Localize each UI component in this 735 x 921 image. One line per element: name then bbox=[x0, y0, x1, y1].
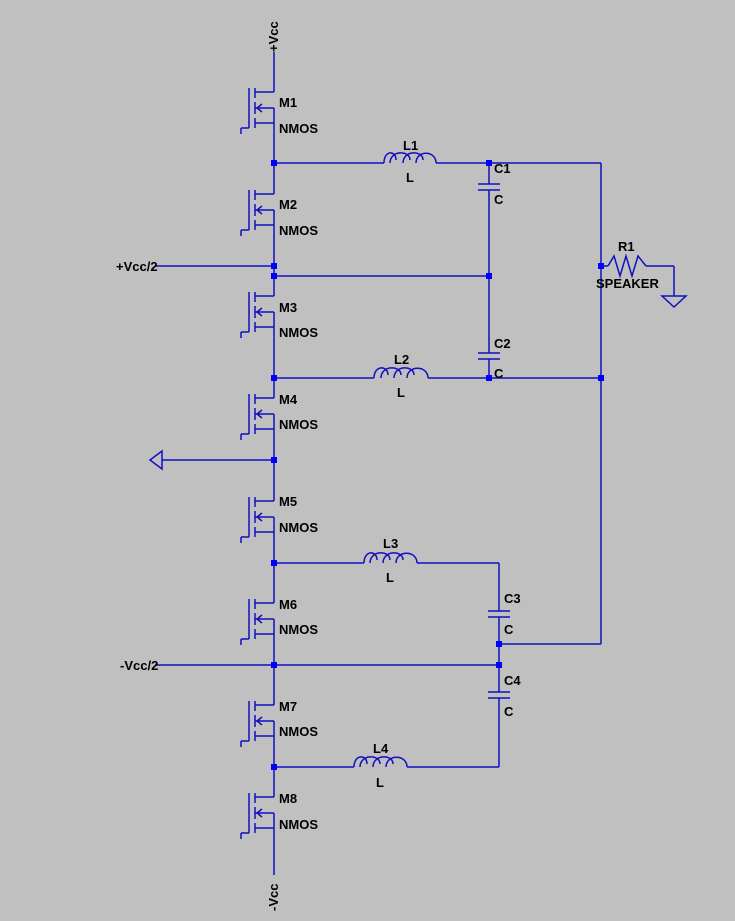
m4-model: NMOS bbox=[279, 417, 318, 432]
c4-name: C4 bbox=[504, 673, 521, 688]
l2-name: L2 bbox=[394, 352, 409, 367]
net-half-neg: -Vcc/2 bbox=[120, 658, 158, 673]
m3-model: NMOS bbox=[279, 325, 318, 340]
l3-name: L3 bbox=[383, 536, 398, 551]
inductor-l2 bbox=[373, 367, 429, 379]
mosfet-m1 bbox=[240, 82, 275, 134]
m1-name: M1 bbox=[279, 95, 297, 110]
m8-model: NMOS bbox=[279, 817, 318, 832]
c1-value: C bbox=[494, 192, 504, 207]
c2-name: C2 bbox=[494, 336, 511, 351]
m2-name: M2 bbox=[279, 197, 297, 212]
c4-value: C bbox=[504, 704, 514, 719]
inductor-l3 bbox=[363, 552, 418, 564]
mosfet-m8 bbox=[240, 787, 275, 839]
labels: M1 NMOS M2 NMOS M3 NMOS M4 NMOS M5 NMOS … bbox=[116, 21, 659, 911]
net-vcc-neg: -Vcc bbox=[266, 884, 281, 911]
resistor-r1 bbox=[607, 253, 647, 279]
mosfet-m2 bbox=[240, 184, 275, 236]
junction-nodes bbox=[271, 160, 604, 770]
l1-value: L bbox=[406, 170, 414, 185]
inductor-l1 bbox=[383, 152, 437, 164]
output-arrow-icon bbox=[148, 449, 163, 471]
net-vcc-pos: +Vcc bbox=[266, 21, 281, 52]
m5-model: NMOS bbox=[279, 520, 318, 535]
mosfet-m3 bbox=[240, 286, 275, 338]
capacitor-c3 bbox=[488, 610, 510, 618]
capacitor-c1 bbox=[478, 183, 500, 191]
c1-name: C1 bbox=[494, 161, 511, 176]
capacitor-c2 bbox=[478, 352, 500, 360]
net-half-pos: +Vcc/2 bbox=[116, 259, 158, 274]
mosfet-group bbox=[240, 82, 275, 839]
ground-icon bbox=[660, 295, 688, 309]
r1-value: SPEAKER bbox=[596, 276, 659, 291]
mosfet-m6 bbox=[240, 593, 275, 645]
l3-value: L bbox=[386, 570, 394, 585]
m7-name: M7 bbox=[279, 699, 297, 714]
m7-model: NMOS bbox=[279, 724, 318, 739]
wires bbox=[155, 52, 675, 875]
mosfet-m5 bbox=[240, 491, 275, 543]
c2-value: C bbox=[494, 366, 504, 381]
c3-value: C bbox=[504, 622, 514, 637]
m6-model: NMOS bbox=[279, 622, 318, 637]
l4-name: L4 bbox=[373, 741, 389, 756]
m3-name: M3 bbox=[279, 300, 297, 315]
mosfet-m4 bbox=[240, 388, 275, 440]
m4-name: M4 bbox=[279, 392, 298, 407]
m5-name: M5 bbox=[279, 494, 297, 509]
mosfet-m7 bbox=[240, 695, 275, 747]
l1-name: L1 bbox=[403, 138, 418, 153]
l4-value: L bbox=[376, 775, 384, 790]
inductor-l4 bbox=[353, 756, 408, 768]
r1-name: R1 bbox=[618, 239, 635, 254]
c3-name: C3 bbox=[504, 591, 521, 606]
capacitor-c4 bbox=[488, 691, 510, 699]
l2-value: L bbox=[397, 385, 405, 400]
m1-model: NMOS bbox=[279, 121, 318, 136]
m6-name: M6 bbox=[279, 597, 297, 612]
m8-name: M8 bbox=[279, 791, 297, 806]
m2-model: NMOS bbox=[279, 223, 318, 238]
